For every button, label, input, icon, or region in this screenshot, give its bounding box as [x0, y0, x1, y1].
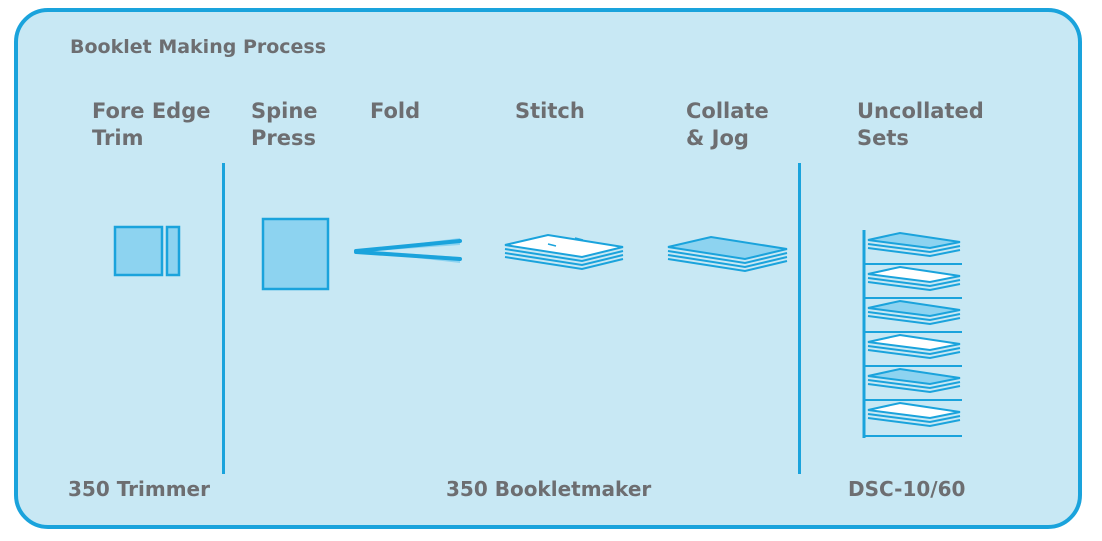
stitch-icon	[504, 233, 624, 271]
trim-icon	[113, 225, 181, 277]
diagram-title: Booklet Making Process	[70, 36, 327, 58]
step-label-fore-edge-trim: Fore Edge Trim	[92, 99, 211, 150]
spine-press-icon	[261, 217, 330, 291]
step-label-fold: Fold	[370, 99, 421, 123]
machine-label-stacker: DSC-10/60	[848, 477, 966, 501]
stacker-divider-line	[798, 163, 801, 474]
step-label-spine-press: Spine Press	[251, 99, 318, 150]
collate-jog-icon	[667, 235, 788, 273]
fold-icon	[354, 238, 462, 263]
step-label-collate-jog: Collate & Jog	[686, 99, 769, 150]
stacker-rack-icon	[862, 230, 962, 438]
machine-label-bookletmaker: 350 Bookletmaker	[446, 477, 652, 501]
trimmer-divider-line	[222, 163, 225, 474]
machine-label-trimmer: 350 Trimmer	[68, 477, 210, 501]
step-label-stitch: Stitch	[515, 99, 585, 123]
step-label-uncollated-sets: Uncollated Sets	[857, 99, 984, 150]
